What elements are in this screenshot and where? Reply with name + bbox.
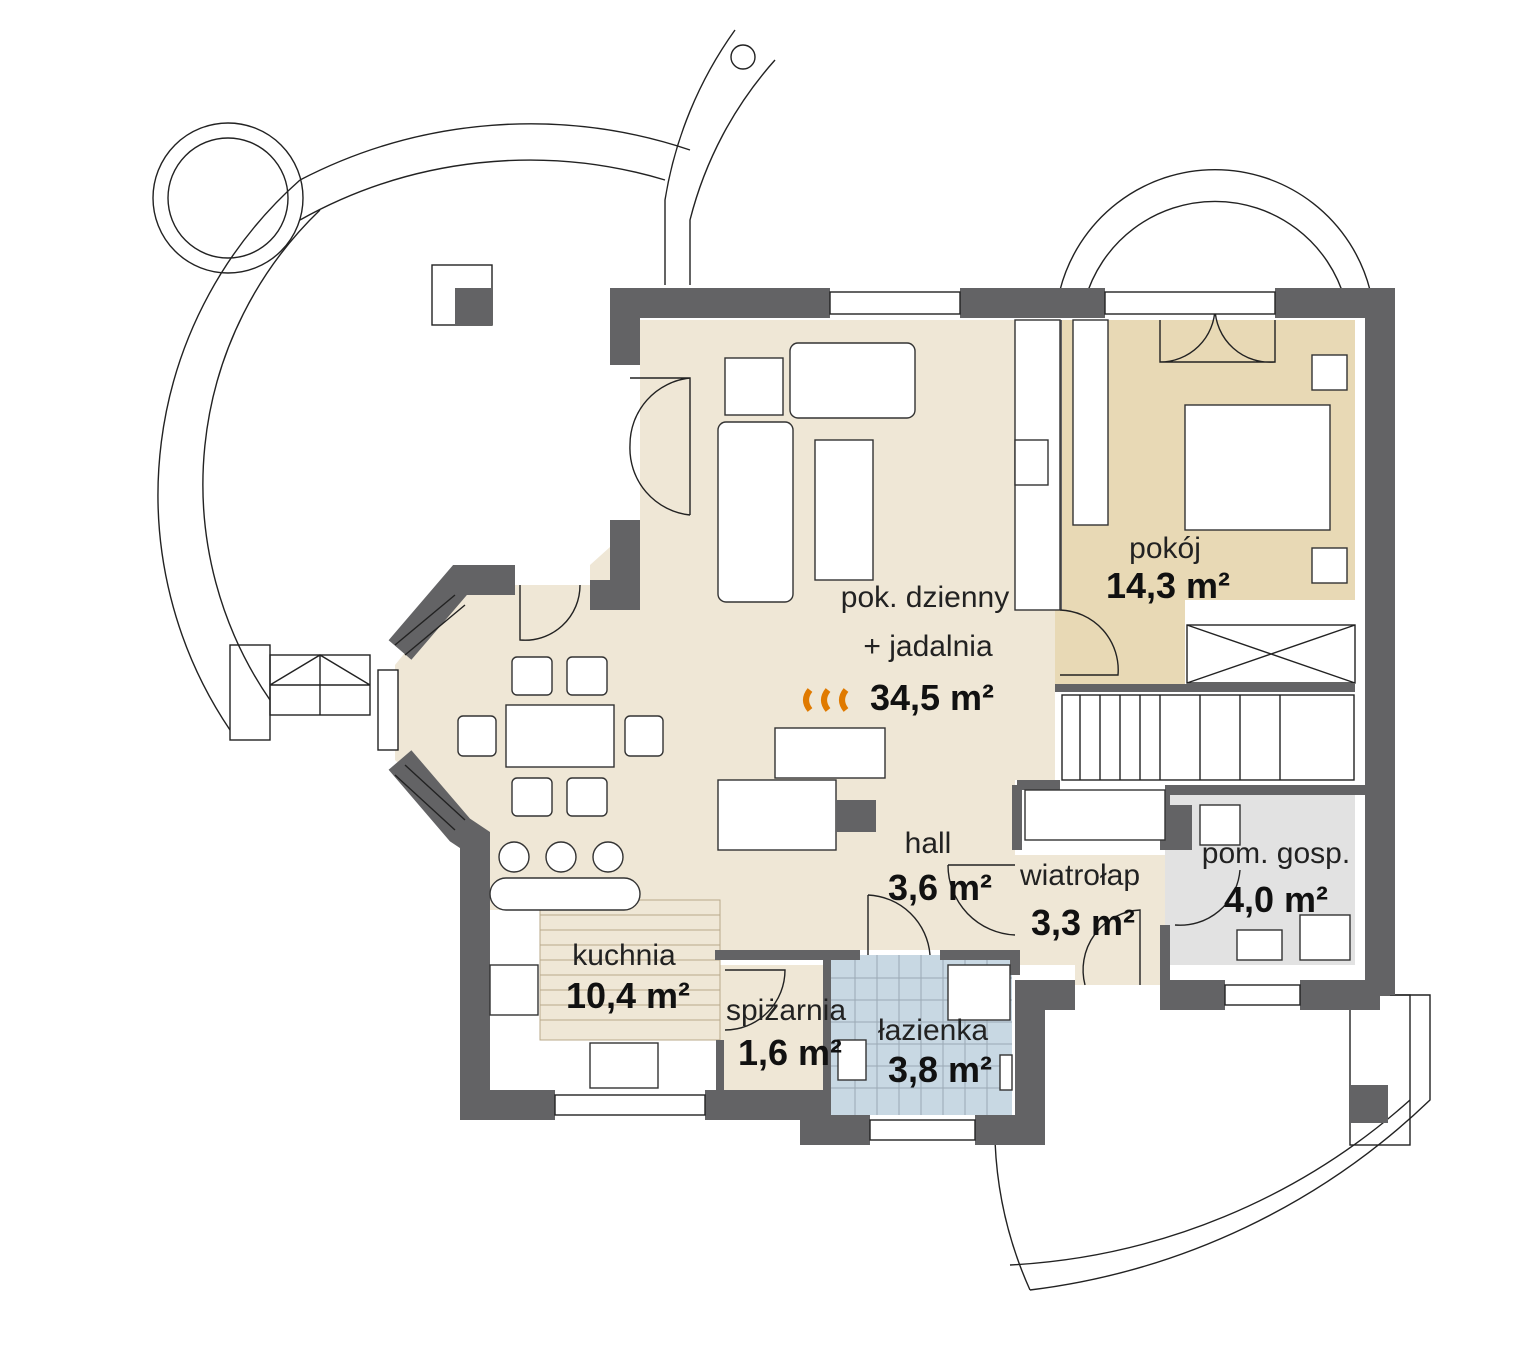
room-area-pantry: 1,6 m² [738, 1032, 842, 1073]
column [1350, 1085, 1388, 1123]
room-area-hall: 3,6 m² [888, 867, 992, 908]
room-name-utility: pom. gosp. [1202, 837, 1350, 870]
windows [377, 291, 1301, 1141]
room-area-living: 34,5 m² [870, 677, 994, 718]
fireplace-flame-icon [803, 688, 849, 712]
room-name-living-2: + jadalnia [863, 630, 993, 663]
pantry-floor [720, 965, 825, 1090]
terrace-right [994, 169, 1431, 1291]
room-name-living: pok. dzienny [841, 581, 1009, 614]
column [455, 288, 492, 325]
bathroom-tiles [830, 955, 1012, 1115]
room-area-bathroom: 3,8 m² [888, 1049, 992, 1090]
furniture [457, 319, 1351, 1091]
room-name-bedroom: pokój [1129, 532, 1201, 565]
room-name-hall: hall [905, 827, 952, 860]
kitchen-floor-stripes [539, 899, 721, 1041]
stairs [1061, 624, 1356, 781]
room-name-pantry: spiżarnia [726, 994, 846, 1027]
room-name-bathroom: łazienka [878, 1014, 988, 1047]
living-floor [395, 320, 1165, 985]
room-area-vestibule: 3,3 m² [1031, 902, 1135, 943]
room-area-utility: 4,0 m² [1224, 879, 1328, 920]
room-name-kitchen: kuchnia [572, 939, 676, 972]
room-area-bedroom: 14,3 m² [1106, 565, 1230, 606]
room-area-kitchen: 10,4 m² [566, 975, 690, 1016]
terrace-left [152, 29, 776, 741]
walls [388, 288, 1395, 1145]
doors [519, 307, 1276, 1031]
room-labels: pok. dzienny + jadalnia 34,5 m² pokój 14… [566, 532, 1350, 1090]
room-name-vestibule: wiatrołap [1019, 859, 1140, 892]
